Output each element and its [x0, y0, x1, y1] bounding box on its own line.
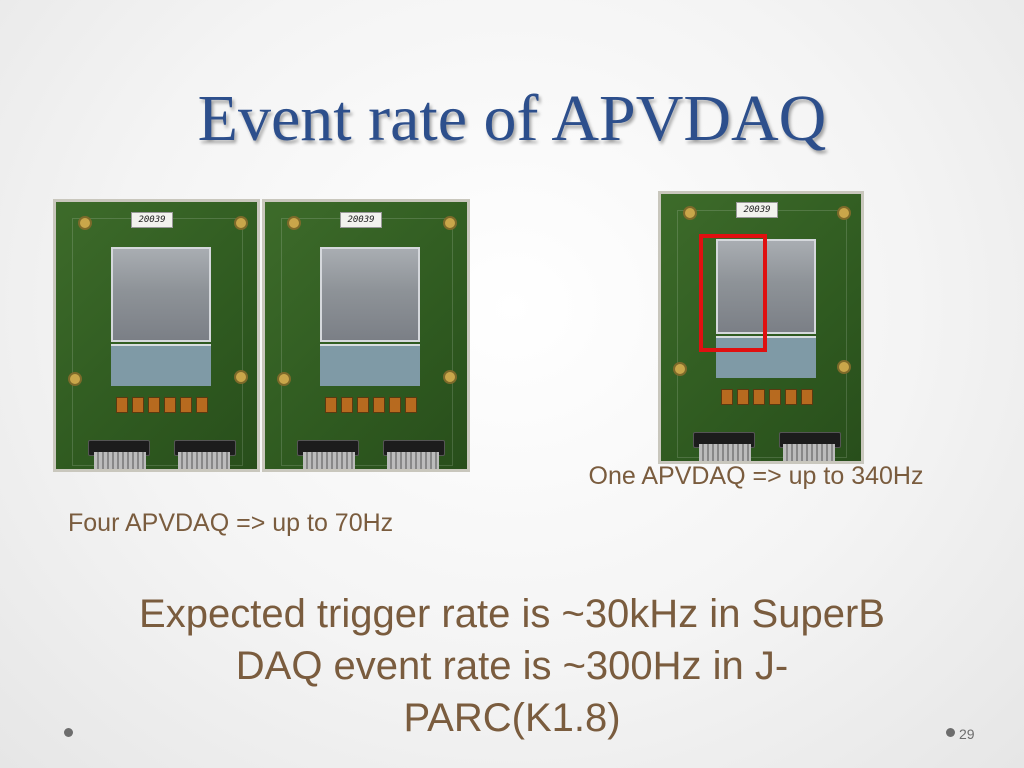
apv-chip [148, 397, 160, 413]
apv-chip [196, 397, 208, 413]
mounting-screw [837, 206, 851, 220]
apv-chip [785, 389, 797, 405]
apv-chip [405, 397, 417, 413]
apv-chip [737, 389, 749, 405]
apv-chip [164, 397, 176, 413]
apv-chip [341, 397, 353, 413]
apv-chip [357, 397, 369, 413]
mounting-screw [277, 372, 291, 386]
caption-four-apvdaq: Four APVDAQ => up to 70Hz [68, 509, 394, 537]
main-text: Expected trigger rate is ~30kHz in Super… [40, 588, 984, 744]
board-label-tag: 20039 [131, 212, 173, 228]
mounting-screw [683, 206, 697, 220]
apv-chip [389, 397, 401, 413]
slide-title: Event rate of APVDAQ [197, 82, 827, 155]
board-label-tag: 20039 [736, 202, 778, 218]
mounting-screw [287, 216, 301, 230]
apv-chip-row [325, 397, 417, 413]
silicon-sensor [320, 247, 420, 342]
mounting-screw [78, 216, 92, 230]
mounting-screw [234, 370, 248, 384]
detector-board-photo-3: 20039 [658, 191, 864, 464]
ribbon-cable [178, 452, 230, 469]
apv-chip [721, 389, 733, 405]
mounting-screw [837, 360, 851, 374]
apv-chip [180, 397, 192, 413]
mounting-screw [443, 370, 457, 384]
apv-chip [769, 389, 781, 405]
detector-board-photo-2: 20039 [262, 199, 470, 472]
caption-one-apvdaq: One APVDAQ => up to 340Hz [588, 462, 924, 490]
apv-chip-row [721, 389, 813, 405]
ribbon-cable [387, 452, 439, 469]
ribbon-cable [699, 444, 751, 461]
apv-chip [132, 397, 144, 413]
apv-chip [373, 397, 385, 413]
page-number: 29 [959, 726, 975, 742]
apv-chip [753, 389, 765, 405]
main-line-event-rate: DAQ event rate is ~300Hz in J-PARC(K1.8) [235, 644, 789, 740]
ribbon-cable [303, 452, 355, 469]
slide-decoration-dot-right [946, 728, 955, 737]
apv-chip [116, 397, 128, 413]
ribbon-cable [783, 444, 835, 461]
board-label-tag: 20039 [340, 212, 382, 228]
mounting-screw [673, 362, 687, 376]
main-line-trigger-rate: Expected trigger rate is ~30kHz in Super… [139, 592, 885, 636]
apv-chip [801, 389, 813, 405]
apv-chip-row [116, 397, 208, 413]
detector-board-photo-1: 20039 [53, 199, 260, 472]
highlight-box [699, 234, 767, 352]
slide-decoration-dot-left [64, 728, 73, 737]
silicon-sensor [111, 247, 211, 342]
apv-chip [325, 397, 337, 413]
mounting-screw [443, 216, 457, 230]
hybrid-strip [111, 344, 211, 386]
mounting-screw [68, 372, 82, 386]
ribbon-cable [94, 452, 146, 469]
mounting-screw [234, 216, 248, 230]
hybrid-strip [320, 344, 420, 386]
